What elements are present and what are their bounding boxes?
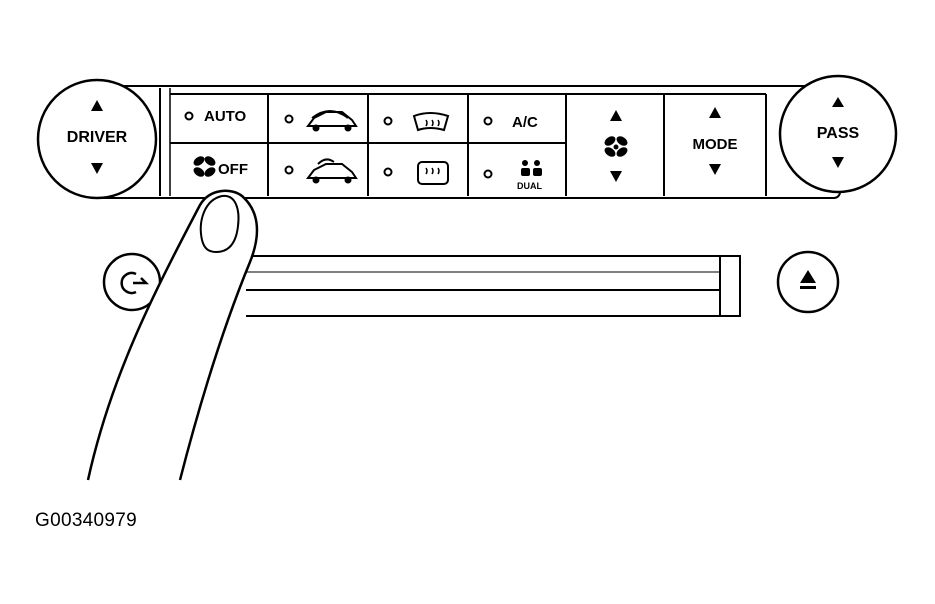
ac-button[interactable]: A/C <box>512 114 538 131</box>
front-defrost-icon <box>412 112 450 132</box>
fresh-led <box>284 165 294 175</box>
pass-temp-knob[interactable] <box>778 74 898 194</box>
rear-defrost-icon <box>417 161 449 185</box>
mode-down-icon <box>709 164 721 175</box>
recirculate-car-icon <box>306 110 358 132</box>
pass-label: PASS <box>816 125 860 142</box>
auto-button[interactable]: AUTO <box>204 108 247 125</box>
dual-led <box>483 169 493 179</box>
fan-up-icon <box>610 110 622 121</box>
rear-defrost-led <box>383 167 393 177</box>
pointing-finger-icon <box>86 189 259 481</box>
driver-temp-knob[interactable] <box>36 78 158 200</box>
driver-up-icon <box>91 100 103 111</box>
auto-led <box>184 111 194 121</box>
cd-slot <box>246 255 741 317</box>
front-defrost-led <box>383 116 393 126</box>
driver-down-icon <box>91 163 103 174</box>
fresh-air-car-icon <box>306 158 358 184</box>
pass-down-icon <box>832 157 844 168</box>
pass-up-icon <box>832 97 844 107</box>
ac-led <box>483 116 493 126</box>
fan-off-icon <box>193 156 216 177</box>
recirc-led <box>284 114 294 124</box>
figure-code: G00340979 <box>35 510 138 531</box>
eject-icon <box>800 270 816 289</box>
mode-button[interactable]: MODE <box>692 136 738 153</box>
fan-off-button[interactable]: OFF <box>218 161 248 178</box>
dual-zone-icon <box>521 160 542 176</box>
dual-label: DUAL <box>517 181 542 191</box>
driver-label: DRIVER <box>66 129 128 146</box>
mode-up-icon <box>709 107 721 118</box>
fan-down-icon <box>610 171 622 182</box>
fan-icon <box>604 136 628 157</box>
power-icon <box>120 271 150 295</box>
